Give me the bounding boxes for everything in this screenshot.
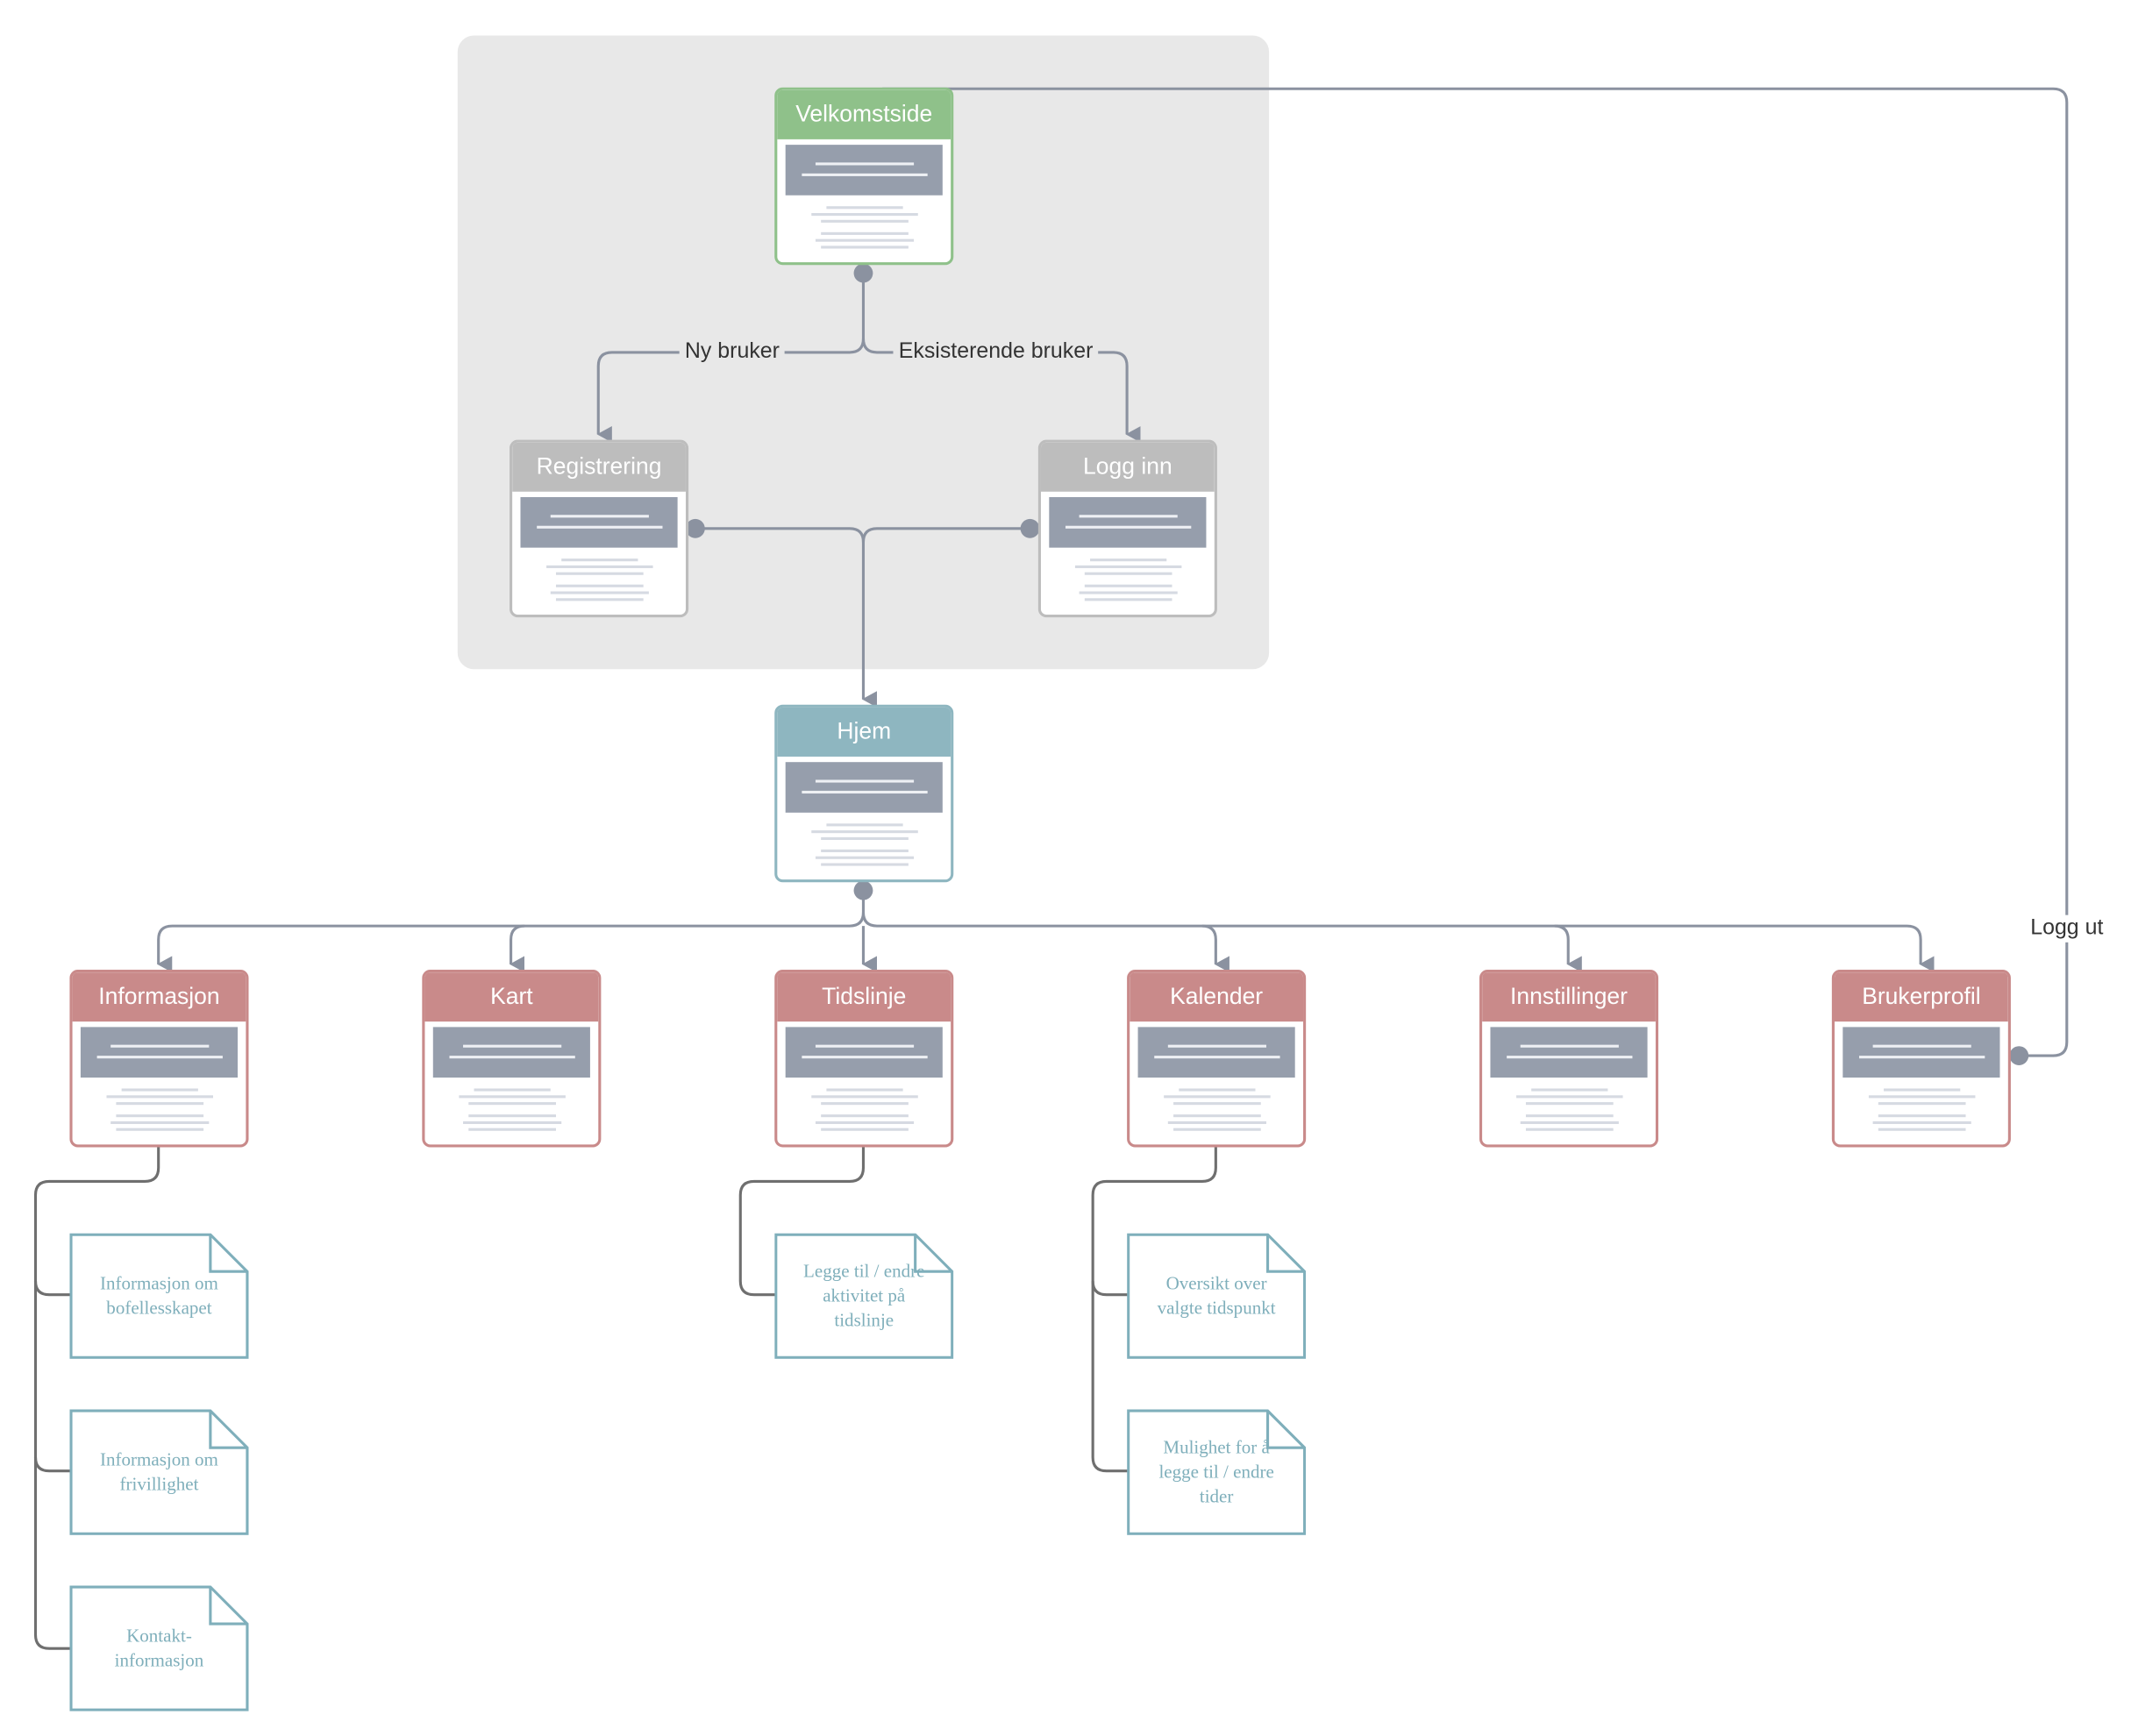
page-thumbnail <box>520 497 678 548</box>
edge-logg-inn-hjem <box>861 527 1030 543</box>
note-text: Informasjon om bofellesskapet <box>100 1272 218 1319</box>
page-content-lines <box>512 548 686 602</box>
edge-hjem-kart <box>510 924 525 973</box>
page-content-lines <box>1482 1078 1656 1132</box>
note-shape <box>69 1585 249 1711</box>
note-legge-til-aktivitet: Legge til / endre aktivitet på tidslinje <box>774 1233 954 1359</box>
page-content-lines <box>1041 548 1215 602</box>
edge-hjem-bus <box>157 890 866 973</box>
page-thumbnail <box>1137 1027 1295 1078</box>
note-text: Mulighet for å legge til / endre tider <box>1158 1436 1274 1507</box>
page-hjem: Hjem <box>774 704 954 883</box>
port-velkomstside <box>853 263 873 283</box>
edge-hjem-kalender <box>1201 924 1229 973</box>
page-informasjon: Informasjon <box>69 969 249 1148</box>
page-thumbnail <box>785 1027 943 1078</box>
page-title: Hjem <box>777 707 951 757</box>
note-oversikt-tidspunkt: Oversikt over valgte tidspunkt <box>1127 1233 1307 1359</box>
note-text: Kontakt- informasjon <box>114 1625 204 1671</box>
page-content-lines <box>777 196 951 250</box>
note-text: Informasjon om frivillighet <box>100 1448 218 1495</box>
page-thumbnail <box>80 1027 239 1078</box>
page-brukerprofil: Brukerprofil <box>1831 969 2011 1148</box>
tree-informasjon-2 <box>33 1456 72 1473</box>
page-title: Velkomstside <box>777 89 951 139</box>
page-content-lines <box>1835 1078 2008 1132</box>
note-shape <box>69 1233 249 1359</box>
page-content-lines <box>777 813 951 867</box>
page-kart: Kart <box>422 969 602 1148</box>
edge-logg-ut <box>873 87 2069 1057</box>
note-kontakt: Kontakt- informasjon <box>69 1585 249 1711</box>
page-thumbnail <box>785 145 943 196</box>
page-tidslinje: Tidslinje <box>774 969 954 1148</box>
note-mulighet-tider: Mulighet for å legge til / endre tider <box>1127 1409 1307 1535</box>
port-hjem <box>853 880 873 900</box>
page-content-lines <box>1130 1078 1303 1132</box>
page-content-lines <box>777 1078 951 1132</box>
edge-hjem-innstillinger <box>1554 924 1582 973</box>
page-kalender: Kalender <box>1127 969 1307 1148</box>
note-shape <box>1127 1409 1307 1535</box>
page-title: Logg inn <box>1040 442 1215 492</box>
page-title: Registrering <box>512 442 686 492</box>
port-logg-inn <box>1020 518 1040 538</box>
page-title: Kalender <box>1130 972 1304 1022</box>
page-thumbnail <box>1049 497 1207 548</box>
note-info-bofellesskapet: Informasjon om bofellesskapet <box>69 1233 249 1359</box>
note-text: Legge til / endre aktivitet på tidslinje <box>803 1260 925 1331</box>
note-shape <box>1127 1233 1307 1359</box>
page-title: Brukerprofil <box>1834 972 2008 1022</box>
page-thumbnail <box>785 762 943 813</box>
note-shape <box>774 1233 954 1359</box>
page-innstillinger: Innstillinger <box>1479 969 1659 1148</box>
edge-registrering-hjem <box>695 527 878 708</box>
port-registrering <box>685 518 705 538</box>
edge-label-ny-bruker: Ny bruker <box>679 338 786 366</box>
page-title: Informasjon <box>72 972 246 1022</box>
edge-label-logg-ut: Logg ut <box>2024 914 2109 943</box>
edge-eksisterende-bruker <box>861 338 1141 443</box>
page-title: Kart <box>424 972 599 1022</box>
page-velkomstside: Velkomstside <box>774 87 954 266</box>
tree-kalender <box>1091 1147 1217 1473</box>
page-content-lines <box>424 1078 598 1132</box>
page-thumbnail <box>1842 1027 2000 1078</box>
page-title: Tidslinje <box>777 972 951 1022</box>
page-thumbnail <box>432 1027 590 1078</box>
page-content-lines <box>73 1078 246 1132</box>
edge-hjem-bus-right <box>861 912 1935 973</box>
tree-informasjon <box>33 1147 160 1650</box>
port-brukerprofil <box>2009 1046 2029 1066</box>
note-shape <box>69 1409 249 1535</box>
note-info-frivillighet: Informasjon om frivillighet <box>69 1409 249 1535</box>
page-registrering: Registrering <box>510 439 689 618</box>
tree-tidslinje <box>738 1147 866 1297</box>
note-text: Oversikt over valgte tidspunkt <box>1157 1272 1276 1319</box>
page-title: Innstillinger <box>1482 972 1656 1022</box>
page-thumbnail <box>1490 1027 1648 1078</box>
page-logg-inn: Logg inn <box>1037 439 1217 618</box>
tree-informasjon-1 <box>33 1281 72 1297</box>
tree-kalender-1 <box>1091 1281 1129 1297</box>
edge-label-eksisterende-bruker: Eksisterende bruker <box>893 338 1099 366</box>
